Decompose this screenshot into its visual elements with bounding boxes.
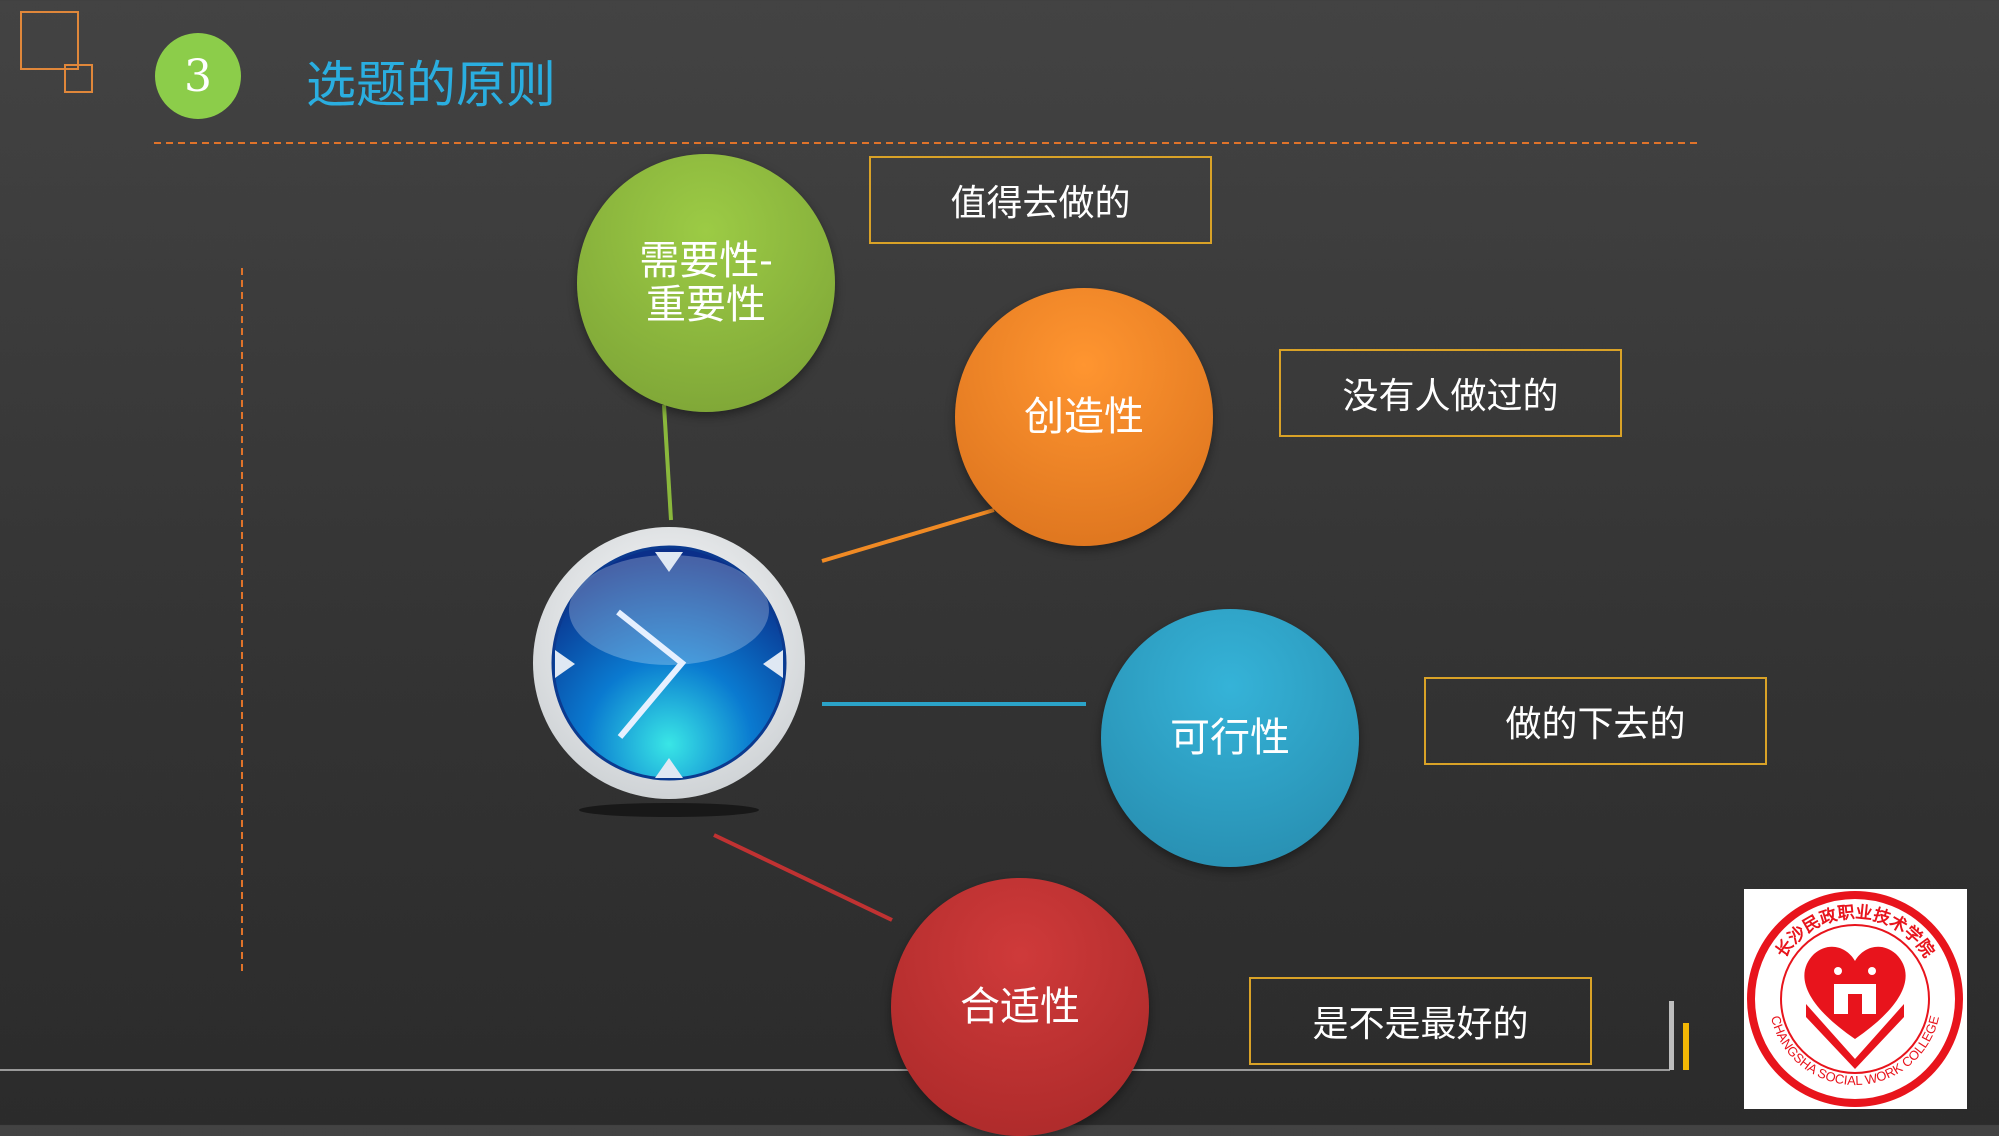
description-box-necessity: 值得去做的 <box>869 156 1212 244</box>
principle-label: 合适性 <box>960 984 1080 1030</box>
decor-square-large <box>20 11 79 70</box>
connector-green <box>662 404 673 521</box>
slide-title: 选题的原则 <box>306 56 556 114</box>
principle-circle-necessity: 需要性-重要性 <box>577 154 835 412</box>
description-text: 值得去做的 <box>950 183 1131 224</box>
college-logo: 长沙民政职业技术学院 CHANGSHA SOCIAL WORK COLLEGE <box>1744 889 1967 1109</box>
connector-red <box>713 833 893 922</box>
principle-label-line2: 重要性 <box>645 282 766 328</box>
clock-icon <box>533 527 805 817</box>
principle-circle-creativity: 创造性 <box>955 288 1213 546</box>
principle-circle-suitability: 合适性 <box>891 878 1149 1136</box>
description-text: 做的下去的 <box>1505 704 1686 745</box>
principle-label-line1: 需要性- <box>639 238 773 284</box>
description-box-creativity: 没有人做过的 <box>1279 349 1622 437</box>
decor-square-small <box>64 64 93 93</box>
principle-label: 可行性 <box>1170 715 1290 761</box>
description-box-feasibility: 做的下去的 <box>1424 677 1767 765</box>
footer-bar-yellow <box>1683 1023 1689 1070</box>
description-box-suitability: 是不是最好的 <box>1249 977 1592 1065</box>
section-number-badge: 3 <box>155 33 241 119</box>
description-text: 没有人做过的 <box>1342 376 1559 417</box>
footer-bar-gray <box>1669 1001 1674 1070</box>
description-text: 是不是最好的 <box>1312 1004 1529 1045</box>
principle-circle-feasibility: 可行性 <box>1101 609 1359 867</box>
principle-label: 创造性 <box>1024 394 1144 440</box>
connector-orange <box>821 508 995 563</box>
